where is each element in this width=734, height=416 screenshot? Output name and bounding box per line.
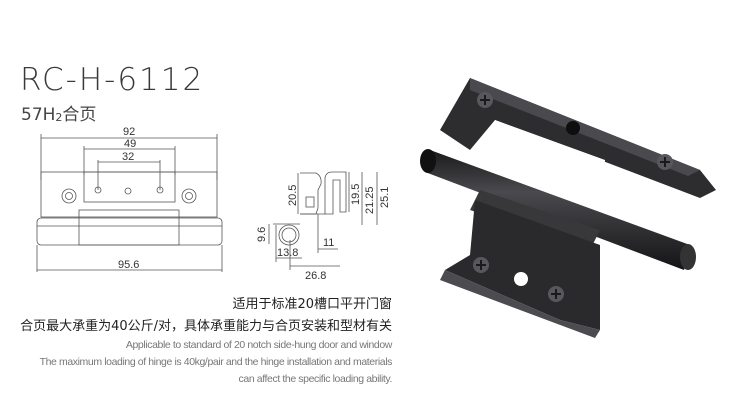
description-cn-line2: 合页最大承重为40公斤/对，具体承重能力与合页安装和型材有关 (20, 319, 392, 334)
dim-49: 49 (124, 138, 136, 150)
model-title: RC-H-6112 (20, 62, 205, 98)
dim-25-1: 25.1 (379, 187, 391, 208)
product-subtitle: 57H2合页 (21, 100, 96, 125)
hinge-product-image (420, 78, 716, 338)
dim-32: 32 (122, 151, 134, 163)
dim-13-8: 13.8 (277, 247, 298, 259)
dim-95-6: 95.6 (118, 259, 139, 271)
subtitle-prefix: 57H (21, 105, 56, 125)
description-en-line2: The maximum loading of hinge is 40kg/pai… (39, 356, 393, 368)
front-view-drawing: 92 49 32 95.6 (36, 126, 223, 272)
dim-19-5: 19.5 (350, 184, 362, 205)
subtitle-suffix: 合页 (62, 105, 97, 125)
dim-92: 92 (123, 126, 135, 138)
dim-20-5: 20.5 (287, 185, 299, 206)
description-en-line3: can affect the specific loading ability. (238, 373, 393, 385)
dim-26-8: 26.8 (305, 270, 326, 282)
subtitle-subscript: 2 (55, 111, 63, 124)
side-view-drawing: 20.5 19.5 21.25 25.1 9.6 11 13.8 26.8 (256, 171, 391, 282)
dim-11: 11 (323, 237, 334, 249)
description-en-line1: Applicable to standard of 20 notch side-… (125, 339, 393, 351)
dim-9-6: 9.6 (256, 227, 268, 242)
dim-21-25: 21.25 (364, 186, 376, 214)
description-cn-line1: 适用于标准20槽口平开门窗 (232, 297, 392, 312)
